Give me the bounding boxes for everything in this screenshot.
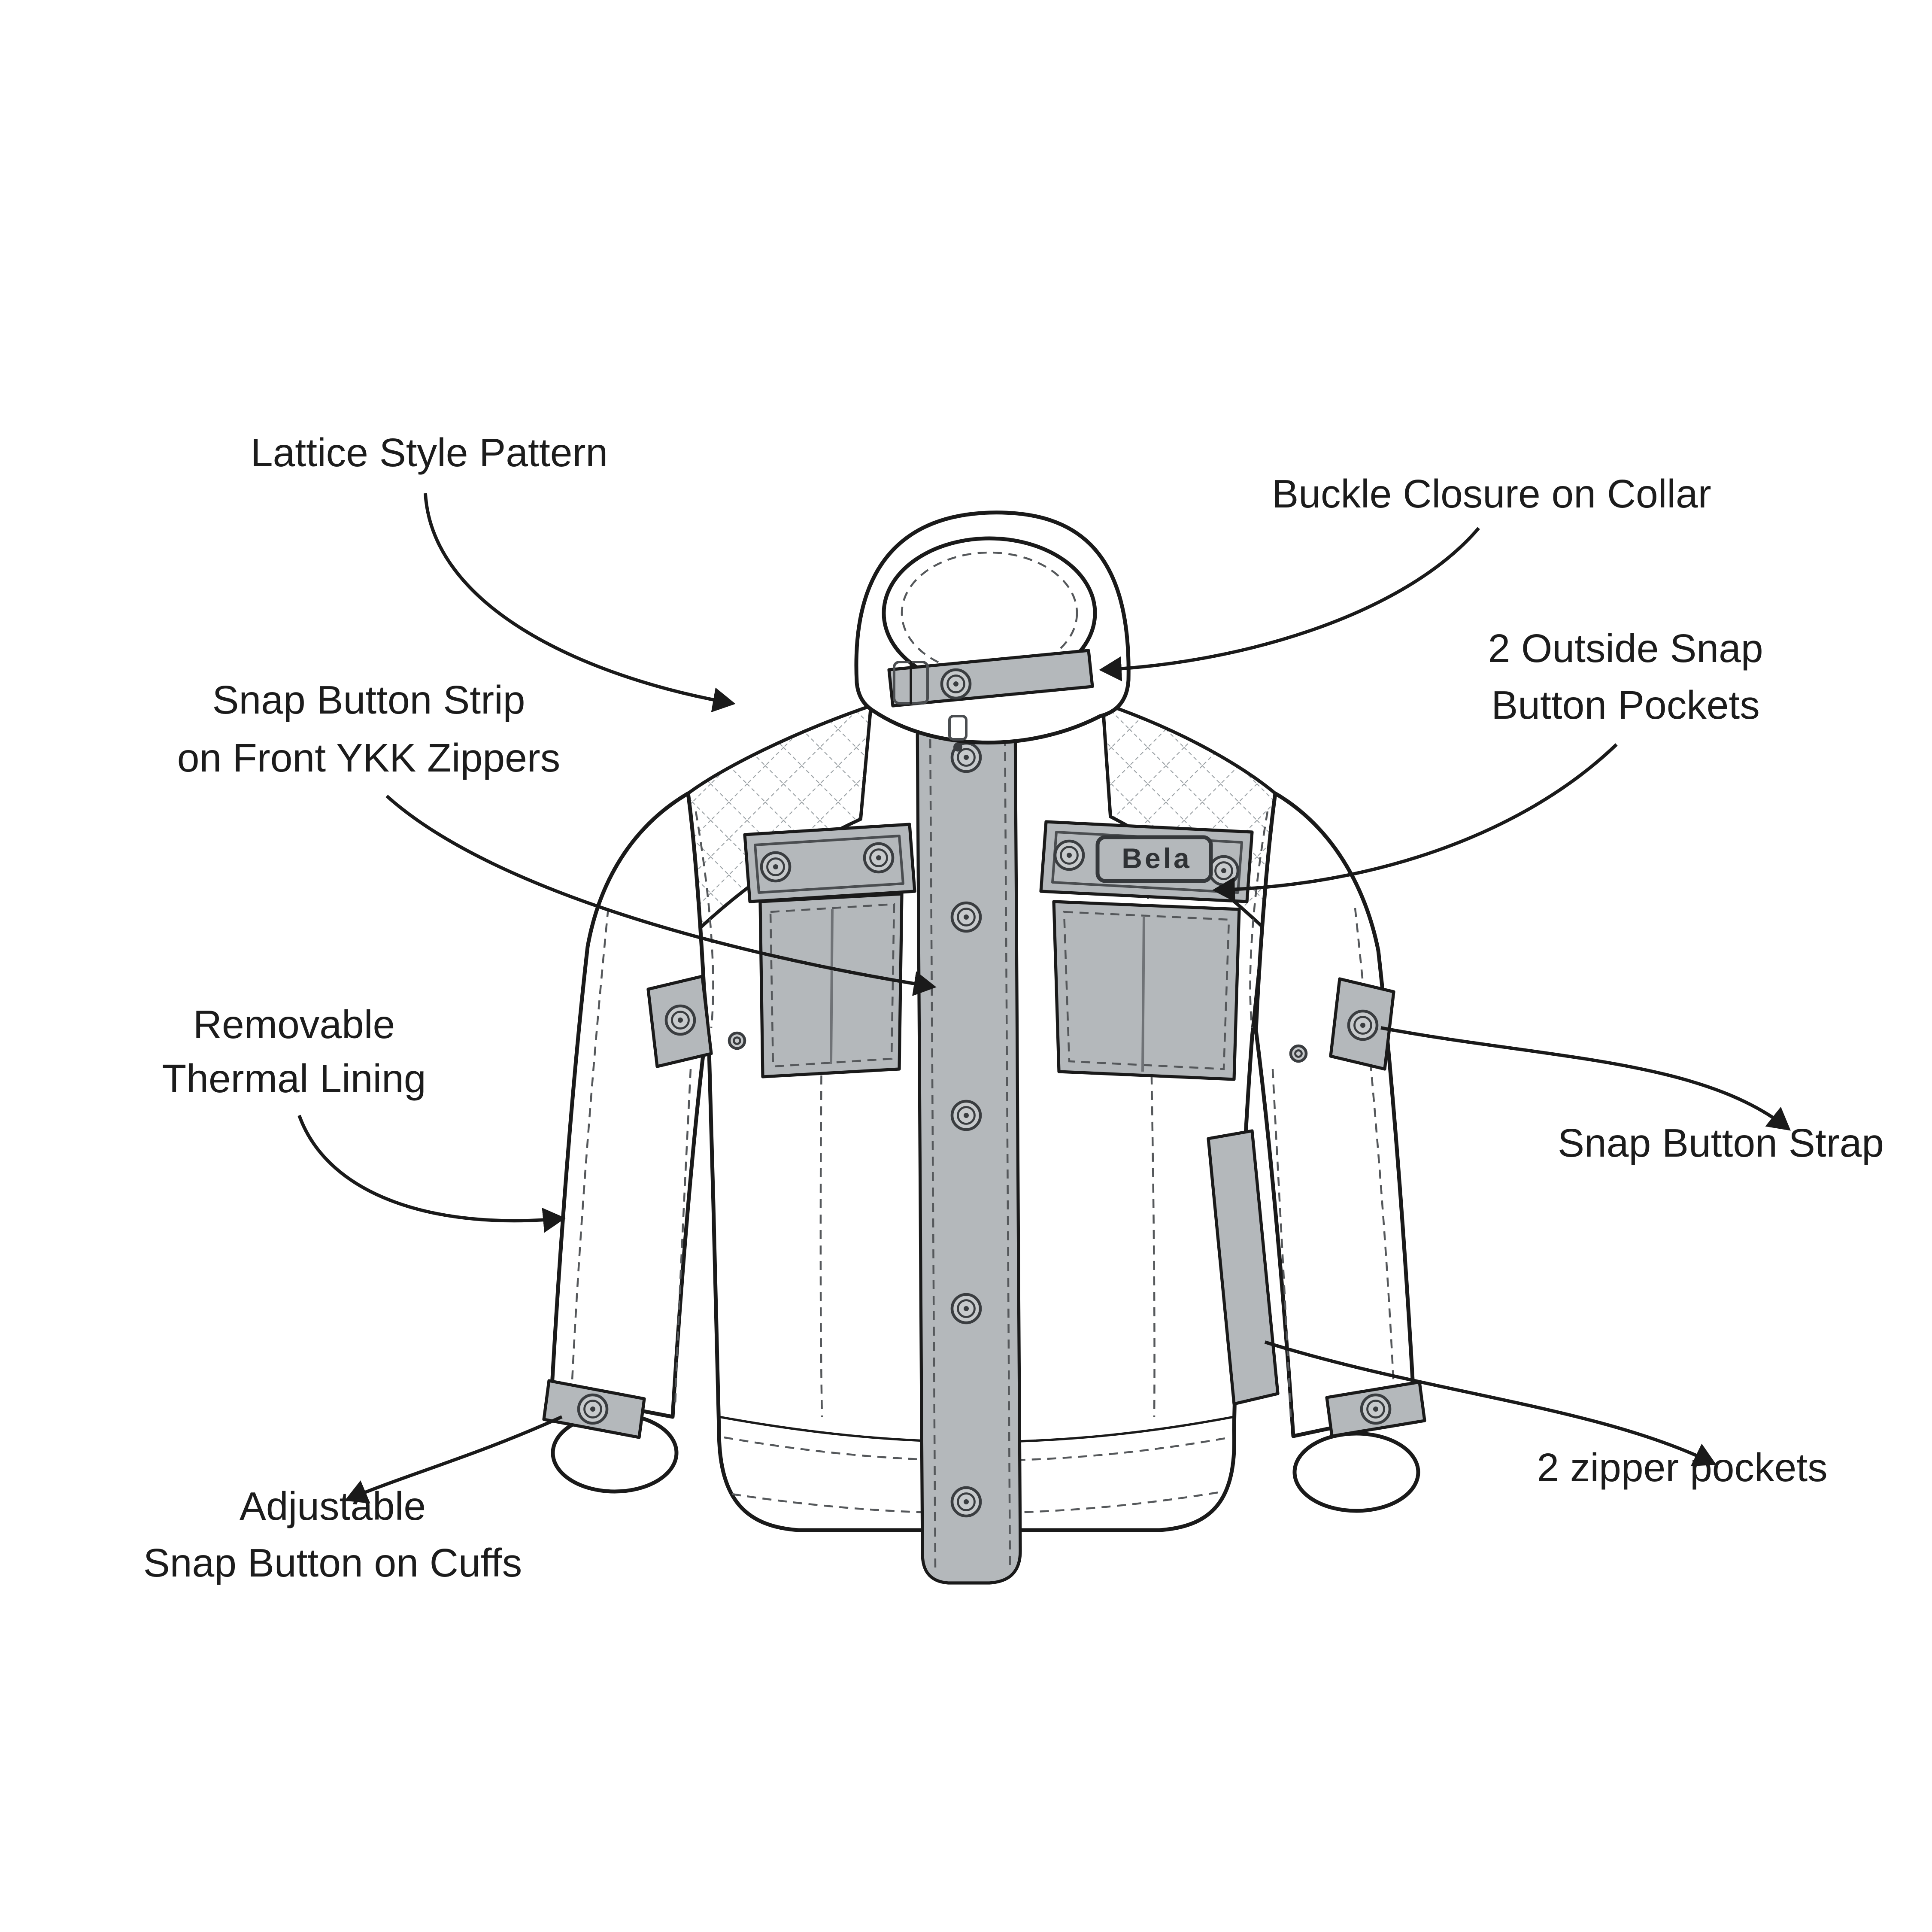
pocket-flap-snap xyxy=(761,853,790,881)
arrow-cuff-snap xyxy=(344,1415,563,1504)
placket-stitch-left xyxy=(929,723,936,1569)
chest-pocket-left xyxy=(743,823,916,1078)
zipper-pocket-strip xyxy=(1206,1129,1280,1406)
arrow-outside-pockets xyxy=(1212,743,1618,902)
label-snap-button-strip-line1: Snap Button Strip xyxy=(212,677,525,722)
pocket-flap-snap xyxy=(864,844,893,872)
armhole-stitch-right xyxy=(1249,811,1268,1028)
sleeve-stitch-left-outer xyxy=(571,908,609,1381)
label-thermal-lining-line1: Removable xyxy=(193,1002,394,1047)
cuff-opening-right xyxy=(1292,1431,1420,1513)
zipper-slider xyxy=(948,715,968,752)
pocket-flap-snap xyxy=(1055,841,1083,869)
sleeve-stitch-right-inner xyxy=(1271,1069,1292,1417)
placket-snap-2 xyxy=(952,903,980,931)
placket-stitch-right xyxy=(1004,721,1011,1567)
placket-snap-3 xyxy=(952,1101,980,1130)
placket-snap-5 xyxy=(952,1488,980,1516)
sleeve-left xyxy=(549,791,708,1419)
sleeve-stitch-left-inner xyxy=(674,1069,692,1407)
armhole-stitch-left xyxy=(695,811,714,1028)
jacket-drawing: Bela xyxy=(542,510,1426,1585)
label-thermal-lining-line2: Thermal Lining xyxy=(162,1056,426,1101)
arm-strap-left xyxy=(646,975,745,1068)
arrow-zipper-pockets xyxy=(1264,1340,1717,1467)
label-outside-pockets-line1: 2 Outside Snap xyxy=(1488,626,1763,671)
label-outside-pockets-line2: Button Pockets xyxy=(1491,683,1760,727)
hem-stitch-2 xyxy=(731,1490,1224,1514)
cuff-strap-right xyxy=(1325,1380,1426,1438)
label-cuff-snap-line2: Snap Button on Cuffs xyxy=(143,1540,522,1585)
sleeve-stitch-right-outer xyxy=(1354,908,1395,1389)
collar xyxy=(854,510,1131,752)
arrow-lattice-pattern xyxy=(423,493,736,713)
label-zipper-pockets: 2 zipper pockets xyxy=(1537,1445,1827,1490)
arm-strap-right xyxy=(1291,977,1395,1071)
brand-label-box xyxy=(1095,835,1213,883)
cuff-strap-left xyxy=(542,1379,646,1439)
placket-snap-4 xyxy=(952,1294,980,1323)
collar-buckle-strap xyxy=(887,649,1094,708)
chest-pocket-right: Bela xyxy=(1039,820,1254,1081)
callout-arrows xyxy=(297,493,1791,1504)
label-buckle-closure: Buckle Closure on Collar xyxy=(1272,471,1711,516)
brand-logo: Bela xyxy=(1122,842,1192,874)
front-placket xyxy=(915,709,1022,1585)
label-snap-button-strip-line2: on Front YKK Zippers xyxy=(177,735,560,780)
label-lattice-pattern: Lattice Style Pattern xyxy=(250,430,607,475)
arrow-snap-button-strip xyxy=(385,795,937,996)
label-cuff-snap-line1: Adjustable xyxy=(239,1484,425,1528)
callout-labels: Lattice Style Pattern Buckle Closure on … xyxy=(143,430,1883,1585)
arrow-buckle-closure xyxy=(1098,527,1480,682)
arrow-snap-button-strap xyxy=(1380,1026,1791,1131)
label-snap-button-strap: Snap Button Strap xyxy=(1557,1121,1883,1165)
arrow-thermal-lining xyxy=(297,1115,566,1233)
pocket-flap-snap xyxy=(1210,857,1238,885)
